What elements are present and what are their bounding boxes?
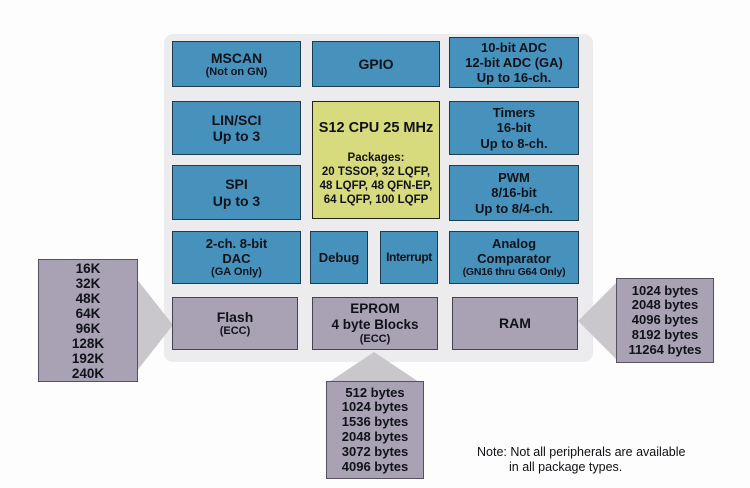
eprom-size-item: 512 bytes: [345, 384, 405, 400]
block-lin-sci: LIN/SCI Up to 3: [172, 101, 301, 155]
eprom-size-item: 1536 bytes: [341, 414, 409, 430]
eprom-size-item: 3072 bytes: [341, 443, 409, 459]
mscan-title: MSCAN: [210, 49, 263, 66]
dac-availability-note: (GA Only): [211, 266, 262, 279]
eprom-size-item: 4096 bytes: [341, 458, 409, 474]
interrupt-title: Interrupt: [386, 249, 432, 264]
flash-title: Flash: [216, 309, 254, 325]
analog-comparator-availability-note: (GN16 thru G64 Only): [462, 266, 566, 279]
lin-sci-title: LIN/SCI: [211, 111, 262, 128]
timers-width: 16-bit: [496, 120, 532, 136]
flash-sizes-arrow-icon: [136, 278, 173, 372]
block-dac: 2-ch. 8-bit DAC (GA Only): [172, 231, 301, 284]
gpio-title: GPIO: [358, 55, 394, 72]
pwm-width: 8/16-bit: [491, 185, 537, 201]
flash-size-item: 16K: [75, 260, 101, 276]
ram-size-item: 2048 bytes: [631, 297, 699, 313]
block-adc: 10-bit ADC 12-bit ADC (GA) Up to 16-ch.: [449, 37, 579, 88]
dac-line2: DAC: [222, 251, 251, 267]
timers-title: Timers: [492, 105, 536, 121]
cpu-packages-line3: 64 LQFP, 100 LQFP: [323, 193, 429, 206]
flash-size-item: 64K: [75, 305, 101, 321]
block-mscan: MSCAN (Not on GN): [172, 41, 301, 87]
block-cpu: S12 CPU 25 MHz Packages: 20 TSSOP, 32 LQ…: [312, 101, 440, 219]
footnote-line2: in all package types.: [509, 460, 623, 474]
pwm-title: PWM: [498, 170, 530, 186]
block-timers: Timers 16-bit Up to 8-ch.: [449, 101, 579, 155]
cpu-packages: Packages: 20 TSSOP, 32 LQFP, 48 LQFP, 48…: [320, 151, 433, 207]
flash-ecc-note: (ECC): [219, 325, 251, 338]
eprom-size-item: 2048 bytes: [341, 429, 409, 444]
block-eprom: EPROM 4 byte Blocks (ECC): [312, 297, 438, 350]
mscan-availability-note: (Not on GN): [205, 65, 268, 78]
block-debug: Debug: [310, 231, 368, 284]
adc-line2: 12-bit ADC (GA): [465, 54, 563, 70]
cpu-packages-line2: 48 LQFP, 48 QFN-EP,: [319, 179, 433, 192]
ram-sizes-callout: 1024 bytes 2048 bytes 4096 bytes 8192 by…: [616, 278, 714, 363]
block-analog-comparator: Analog Comparator (GN16 thru G64 Only): [449, 231, 579, 284]
cpu-packages-line1: 20 TSSOP, 32 LQFP,: [321, 165, 431, 178]
adc-line1: 10-bit ADC: [481, 39, 547, 55]
block-gpio: GPIO: [312, 41, 440, 87]
cpu-packages-heading: Packages:: [347, 151, 405, 164]
ram-size-item: 4096 bytes: [631, 312, 699, 328]
flash-size-item: 96K: [75, 320, 101, 336]
flash-size-item: 240K: [71, 365, 105, 381]
timers-channels: Up to 8-ch.: [480, 135, 548, 151]
eprom-title: EPROM: [350, 301, 400, 317]
spi-title: SPI: [225, 176, 248, 193]
flash-size-item: 32K: [75, 275, 101, 291]
ram-title: RAM: [499, 315, 531, 332]
spi-count: Up to 3: [212, 192, 261, 209]
debug-title: Debug: [318, 249, 360, 265]
ram-size-item: 8192 bytes: [631, 326, 699, 342]
footnote-line1: Note: Not all peripherals are available: [477, 445, 686, 459]
flash-size-item: 192K: [71, 350, 105, 366]
block-spi: SPI Up to 3: [172, 165, 301, 220]
block-flash: Flash (ECC): [172, 297, 298, 350]
footnote: Note: Not all peripherals are available …: [477, 445, 685, 475]
analog-comparator-line1: Analog: [491, 236, 537, 252]
flash-size-item: 128K: [71, 335, 105, 351]
block-pwm: PWM 8/16-bit Up to 8/4-ch.: [449, 165, 579, 221]
block-ram: RAM: [452, 297, 578, 350]
block-interrupt: Interrupt: [380, 231, 438, 284]
ram-size-item: 1024 bytes: [631, 282, 699, 298]
eprom-sizes-arrow-icon: [329, 352, 419, 382]
eprom-ecc-note: (ECC): [359, 332, 391, 345]
eprom-sizes-callout: 512 bytes 1024 bytes 1536 bytes 2048 byt…: [326, 381, 424, 479]
analog-comparator-line2: Comparator: [477, 251, 551, 267]
adc-line3: Up to 16-ch.: [476, 70, 552, 86]
cpu-title: S12 CPU 25 MHz: [318, 120, 434, 136]
dac-line1: 2-ch. 8-bit: [205, 236, 268, 252]
flash-size-item: 48K: [75, 290, 101, 306]
ram-size-item: 11264 bytes: [628, 341, 702, 357]
ram-sizes-arrow-icon: [578, 283, 616, 359]
eprom-subtitle: 4 byte Blocks: [331, 317, 419, 333]
eprom-size-item: 1024 bytes: [341, 399, 409, 415]
flash-sizes-callout: 16K 32K 48K 64K 96K 128K 192K 240K: [38, 259, 138, 382]
lin-sci-count: Up to 3: [212, 128, 261, 144]
pwm-channels: Up to 8/4-ch.: [474, 200, 553, 216]
